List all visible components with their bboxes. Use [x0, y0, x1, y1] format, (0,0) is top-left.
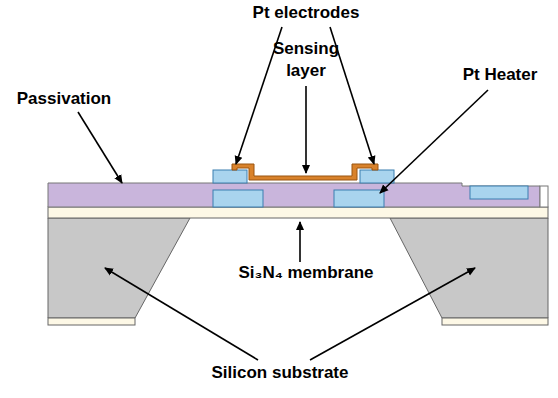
pt-electrode: [360, 170, 394, 183]
sensing-layer: [232, 164, 378, 180]
callout-label: Passivation: [17, 88, 112, 110]
silicon-substrate: [48, 218, 190, 318]
backside-layer: [442, 318, 548, 325]
backside-layer: [48, 318, 135, 325]
si3n4-membrane: [48, 207, 548, 218]
leader-line: [305, 86, 307, 173]
passivation: [48, 183, 540, 207]
passivation-edge: [540, 186, 548, 207]
contact-pad: [470, 186, 528, 199]
leader-lines: [78, 27, 488, 360]
leader-line: [78, 112, 122, 183]
pt-heater: [213, 190, 263, 207]
callout-label: Si₃N₄ membrane: [238, 262, 373, 284]
callout-label: Sensing layer: [261, 38, 351, 82]
leader-line: [299, 222, 301, 262]
pt-heater: [334, 190, 384, 207]
callout-label: Pt Heater: [463, 64, 538, 86]
callout-label: Silicon substrate: [212, 362, 349, 384]
callout-label: Pt electrodes: [253, 2, 360, 24]
leader-line: [380, 90, 488, 193]
pt-electrode: [213, 170, 247, 183]
leader-line: [105, 268, 258, 360]
